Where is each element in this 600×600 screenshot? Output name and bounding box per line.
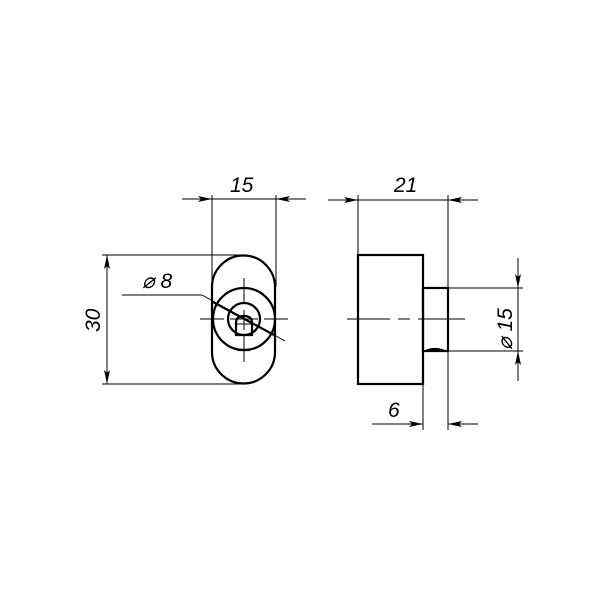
oval-body-outline — [210, 254, 277, 385]
height-30-label: 30 — [82, 308, 105, 332]
diameter-8-label: ⌀ 8 — [142, 270, 172, 293]
length-21-label: 21 — [393, 174, 417, 197]
front-view: ⌀ 8 15 30 — [82, 174, 306, 385]
diameter-15-label: ⌀ 15 — [494, 308, 517, 350]
side-view: 21 6 ⌀ 15 — [328, 174, 523, 430]
shaft-6-label: 6 — [388, 399, 400, 422]
width-15-label: 15 — [230, 174, 254, 197]
